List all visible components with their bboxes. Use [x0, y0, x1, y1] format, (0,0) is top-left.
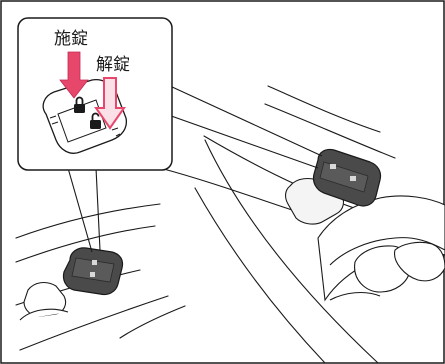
window-switch-panel	[317, 195, 445, 302]
unlock-arrow	[94, 77, 126, 130]
callout: 施錠 解錠	[17, 17, 323, 253]
enlarged-switch	[42, 78, 128, 154]
unlock-label: 解錠	[96, 55, 130, 75]
lock-arrow	[59, 51, 89, 99]
lock-closed-icon	[330, 164, 336, 169]
lock-closed-icon	[74, 96, 85, 113]
door-lock-switch-left	[62, 247, 124, 296]
lock-label: 施錠	[54, 29, 88, 49]
adjacent-button-left	[19, 281, 69, 321]
lock-open-icon	[350, 176, 356, 181]
door-lock-switch-right	[312, 148, 382, 207]
lock-open-icon	[90, 112, 101, 129]
